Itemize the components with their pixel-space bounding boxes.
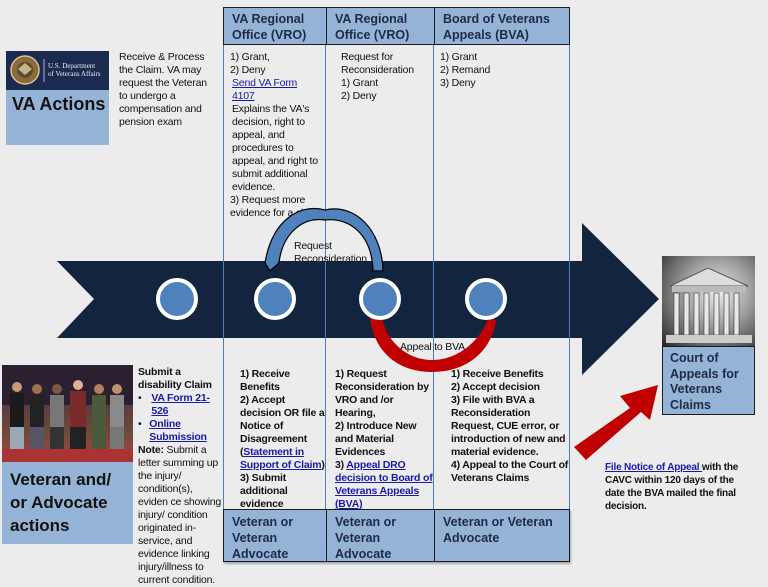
col2-vet-item: 1) Request Reconsideration by VRO and /o…: [335, 368, 429, 419]
timeline-node: [465, 278, 507, 320]
veterans-photo: [2, 365, 133, 462]
timeline-node: [359, 278, 401, 320]
col3-va-actions: 1) Grant 2) Remand 3) Deny: [440, 51, 565, 90]
appeal-dro-decision-link[interactable]: Appeal DRO decision to Board of Veterans…: [335, 459, 433, 510]
col3-vet-item: 1) Receive Benefits: [451, 368, 544, 380]
col1-vet-item: 2) Accept decision OR file a Notice of D…: [240, 394, 325, 458]
note-text: Submit a letter summing up the injury/ c…: [138, 444, 221, 586]
col1-va-actions: 1) Grant, 2) Deny Send VA Form 4107 Expl…: [230, 51, 322, 220]
va-actions-box: U.S. Department of Veterans Affairs VA A…: [6, 51, 109, 145]
col1-va-item: 2) Deny: [230, 64, 266, 76]
court-building-image: [662, 256, 755, 347]
bullet: •: [138, 392, 142, 404]
col2-va-item: 1) Grant: [341, 77, 378, 89]
col3-va-item: 2) Remand: [440, 64, 491, 76]
col3-vet-item: 4) Appeal to the Court of Veterans Claim…: [451, 459, 569, 484]
va-actions-title: VA Actions: [12, 94, 106, 114]
send-va-form-4107-link[interactable]: Send VA Form 4107: [232, 77, 298, 102]
col3-veteran-actions: 1) Receive Benefits 2) Accept decision 3…: [451, 368, 569, 485]
col2-va-text: Request for Reconsideration: [341, 51, 414, 76]
statement-in-support-of-claim-link[interactable]: Statement in Support of Claim: [240, 446, 322, 471]
col2-vet-item: 2) Introduce New and Material Evidences: [335, 420, 417, 458]
appeal-to-court-arrow: [574, 385, 658, 460]
col2-veteran-actions: 1) Request Reconsideration by VRO and /o…: [335, 368, 433, 511]
file-notice-of-appeal-text: File Notice of Appeal with the CAVC with…: [605, 461, 755, 513]
appeal-to-bva-label: Appeal to BVA: [400, 341, 465, 353]
stage-header-vro-2: VA Regional Office (VRO): [326, 8, 434, 44]
footer-actor-3: Veteran or Veteran Advocate: [434, 510, 568, 561]
stage-header-row: VA Regional Office (VRO) VA Regional Off…: [223, 7, 570, 45]
veteran-actions-title: Veteran and/ or Advocate actions: [10, 470, 112, 535]
col2-vet-item-prefix: 3): [335, 459, 347, 471]
va-logo-banner: U.S. Department of Veterans Affairs: [6, 51, 109, 90]
va-actions-description: Receive & Process the Claim. VA may requ…: [119, 51, 207, 128]
courthouse-icon: [666, 267, 752, 343]
col1-vet-item: 1) Receive Benefits: [240, 368, 290, 393]
closing-paren: ): [321, 459, 325, 471]
timeline-node: [156, 278, 198, 320]
file-notice-of-appeal-link[interactable]: File Notice of Appeal: [605, 462, 702, 473]
col2-va-item: 2) Deny: [341, 90, 377, 102]
footer-actor-1: Veteran or Veteran Advocate: [232, 515, 294, 561]
court-of-appeals-box: Court of Appeals for Veterans Claims: [662, 346, 755, 415]
veterans-group-image: [2, 365, 133, 462]
veteran-submit-claim: Submit a disability Claim • VA Form 21-52…: [138, 366, 223, 587]
stage-header-bva: Board of Veterans Appeals (BVA): [434, 8, 568, 44]
va-logo-line2: of Veterans Affairs: [48, 70, 101, 78]
col1-va-explanation: Explains the VA's decision, right to app…: [232, 103, 318, 193]
notice-instructions: with the CAVC within 120 days of the dat…: [605, 462, 739, 512]
col3-vet-item: 2) Accept decision: [451, 381, 540, 393]
col1-va-item: 1) Grant,: [230, 51, 270, 63]
col3-va-item: 3) Deny: [440, 77, 476, 89]
timeline-node: [254, 278, 296, 320]
col3-vet-item: 3) File with BVA a Reconsideration Reque…: [451, 394, 566, 458]
veteran-actions-box: Veteran and/ or Advocate actions: [2, 462, 133, 544]
col2-va-actions: Request for Reconsideration 1) Grant 2) …: [341, 51, 431, 103]
note-label: Note:: [138, 444, 164, 456]
submit-claim-heading: Submit a disability Claim: [138, 366, 212, 391]
appeal-to-bva-arc: [370, 318, 496, 372]
va-seal-icon: [10, 55, 45, 85]
stage-header-vro-1: VA Regional Office (VRO): [232, 12, 307, 42]
bullet: •: [138, 418, 142, 430]
col3-va-item: 1) Grant: [440, 51, 477, 63]
online-submission-link[interactable]: Online Submission: [149, 418, 207, 443]
va-logo-line1: U.S. Department: [48, 62, 96, 70]
actor-footer-row: Veteran or Veteran Advocate Veteran or V…: [223, 509, 570, 562]
request-reconsideration-arc: [264, 207, 384, 272]
col1-veteran-actions: 1) Receive Benefits 2) Accept decision O…: [240, 368, 325, 511]
timeline-arrow: [57, 223, 659, 375]
request-reconsideration-label: Request Reconsideration: [294, 240, 367, 265]
va-form-21-526-link[interactable]: VA Form 21-526: [151, 392, 210, 417]
col1-vet-item: 3) Submit additional evidence: [240, 472, 288, 510]
footer-actor-2: Veteran or Veteran Advocate: [326, 510, 434, 561]
